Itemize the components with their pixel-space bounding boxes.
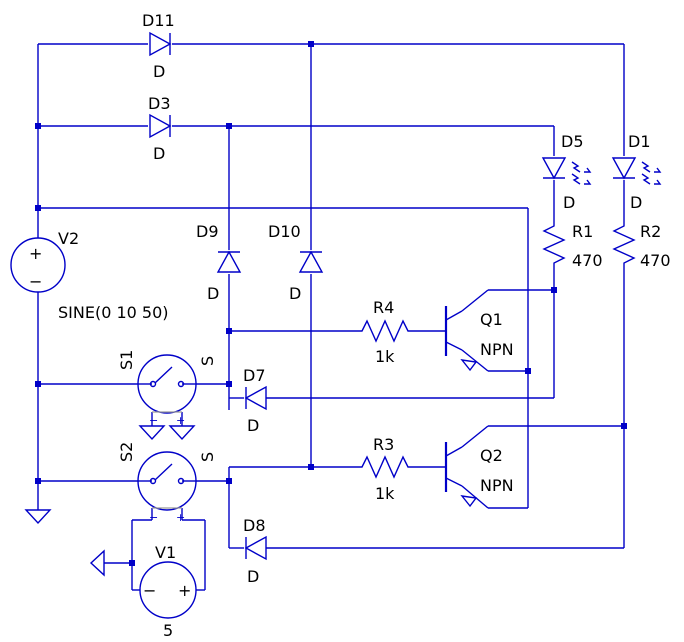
s2-name: S2 [117,442,136,462]
d1-name: D1 [628,132,651,151]
r4-name: R4 [373,298,394,317]
source-circle [10,237,66,293]
d9-value: D [207,284,219,303]
s1-value: S [198,356,217,366]
d10-name: D10 [268,222,301,241]
d7-name: D7 [243,366,266,385]
s2-pin-plus: + [176,511,185,524]
resistor-symbol [542,220,566,270]
wires [37,43,625,591]
diode-d8[interactable]: D8 D [243,516,267,586]
led-d5[interactable]: D5 D [541,132,592,212]
s2-pin-minus: − [149,511,158,524]
diode-symbol [298,250,324,273]
resistor-symbol [356,455,410,479]
light-emission-icon [641,161,651,185]
d11-value: D [153,62,165,81]
led-symbol [611,157,637,180]
d11-name: D11 [142,11,175,30]
switch-s1[interactable]: − + S1 S [117,350,217,427]
v2-minus-sign: − [29,272,42,291]
voltage-source-v1[interactable]: − + V1 5 [139,543,197,640]
diode-symbol [216,250,242,273]
resistor-r1[interactable]: R1 470 [542,220,603,270]
s1-pin-minus: − [149,414,158,427]
ground-symbol-s1-minus [138,425,166,441]
ground-icon [89,549,105,577]
d5-name: D5 [561,132,584,151]
s1-name: S1 [117,350,136,370]
d5-value: D [563,193,575,212]
emitter-arrow [460,359,478,372]
ground-icon [24,509,52,525]
led-symbol [541,157,567,180]
transistor-q1[interactable]: Q1 NPN [444,306,514,372]
s1-pin-plus: + [176,414,185,427]
d3-name: D3 [148,94,171,113]
light-emission-icon [571,161,581,185]
diode-symbol [149,31,172,57]
q2-name: Q2 [480,446,503,465]
ground-symbol-v1 [89,549,105,577]
voltage-source-v2[interactable]: + − V2 SINE(0 10 50) [10,229,169,322]
resistor-r2[interactable]: R2 470 [612,220,671,270]
resistor-r4[interactable]: R4 1k [356,298,410,366]
v1-value: 5 [163,621,173,640]
d8-name: D8 [243,516,266,535]
r1-value: 470 [572,251,603,270]
switch-blade [154,463,173,481]
v1-plus-sign: + [178,581,191,600]
diode-d10[interactable]: D10 D [268,222,324,303]
d9-name: D9 [196,222,219,241]
d3-value: D [153,144,165,163]
r3-value: 1k [375,484,395,503]
diode-d9[interactable]: D9 D [196,222,242,303]
d8-value: D [247,567,259,586]
v1-minus-sign: − [143,581,156,600]
d1-value: D [630,193,642,212]
ground-symbol-main [24,509,52,525]
ground-icon [138,425,166,441]
r3-name: R3 [373,435,394,454]
v2-name: V2 [58,229,79,248]
diode-symbol [244,535,267,561]
switch-blade [154,366,173,384]
ground-symbol-s1-plus [168,425,196,441]
diode-d7[interactable]: D7 D [243,366,267,435]
transistor-q2[interactable]: Q2 NPN [444,442,514,508]
resistor-symbol [612,220,636,270]
r2-value: 470 [640,251,671,270]
v2-value: SINE(0 10 50) [58,303,169,322]
switch-s2[interactable]: − + S2 S [117,442,217,524]
diode-d3[interactable]: D3 D [148,94,172,163]
resistor-r3[interactable]: R3 1k [356,435,410,503]
d7-value: D [247,416,259,435]
d10-value: D [289,284,301,303]
q2-value: NPN [480,476,514,495]
r1-name: R1 [572,222,593,241]
resistor-symbol [356,319,410,343]
led-d1[interactable]: D1 D [611,132,662,212]
v2-plus-sign: + [29,244,42,263]
diode-symbol [149,113,172,139]
s2-value: S [198,452,217,462]
diode-symbol [244,385,267,411]
ground-icon [168,425,196,441]
q1-name: Q1 [480,310,503,329]
source-circle [139,561,197,619]
emitter-arrow [460,495,478,508]
r4-value: 1k [375,347,395,366]
q1-value: NPN [480,340,514,359]
diode-d11[interactable]: D11 D [142,11,175,81]
junction-dots [35,41,627,566]
v1-name: V1 [155,543,176,562]
r2-name: R2 [640,222,661,241]
